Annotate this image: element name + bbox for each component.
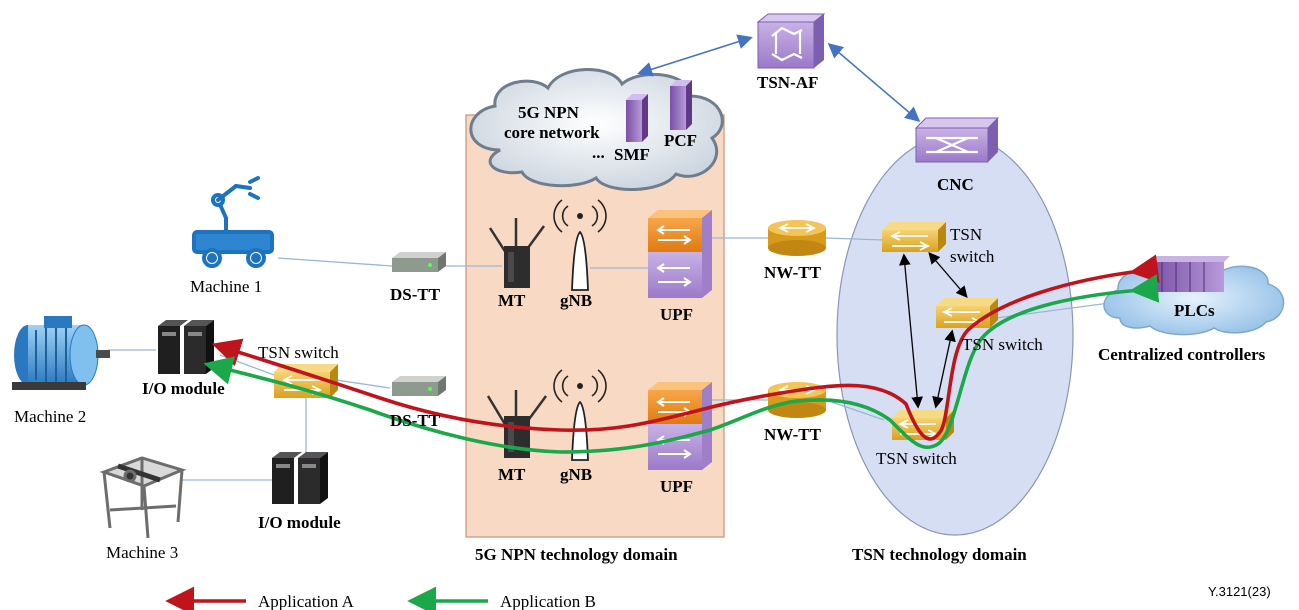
- tsnaf-smf-link: [637, 34, 753, 77]
- io-module-top-label: I/O module: [142, 379, 225, 398]
- tsn-switch-top-label-1: TSN: [950, 225, 982, 244]
- domain-tsn-label: TSN technology domain: [852, 545, 1027, 564]
- machine3-frame-icon: [99, 456, 187, 539]
- plcs-label: PLCs: [1174, 301, 1215, 320]
- nw-tt-top-label: NW-TT: [764, 263, 822, 282]
- upf-top-label: UPF: [660, 305, 693, 324]
- centralized-controllers-label: Centralized controllers: [1098, 345, 1266, 364]
- machine2-motor-icon: [12, 316, 110, 390]
- upf-top-node[interactable]: [648, 210, 712, 298]
- upf-bottom-node[interactable]: [648, 382, 712, 470]
- cnc-label: CNC: [937, 175, 974, 194]
- cloud-title-line1: 5G NPN: [518, 103, 580, 122]
- legend: Application A Application B: [165, 586, 596, 610]
- mt-top-label: MT: [498, 291, 526, 310]
- tsn-af-label: TSN-AF: [757, 73, 818, 92]
- io-module-top-icon[interactable]: [158, 320, 214, 374]
- io-module-bottom-icon[interactable]: [272, 452, 328, 504]
- smf-label: SMF: [614, 145, 650, 164]
- machine3-label: Machine 3: [106, 543, 178, 562]
- application-b-path: [203, 274, 1160, 454]
- nw-tt-top-router[interactable]: [768, 220, 826, 256]
- legend-application-b-label: Application B: [500, 592, 596, 610]
- cnc-node[interactable]: [914, 117, 1000, 163]
- plc-rack: [1150, 256, 1230, 292]
- tsn-switch-top-node[interactable]: [882, 222, 946, 252]
- tsn-switch-left-label: TSN switch: [258, 343, 339, 362]
- core-network-cloud: [469, 68, 724, 191]
- machine2-label: Machine 2: [14, 407, 86, 426]
- tsn-switch-mid-label: TSN switch: [962, 335, 1043, 354]
- figure-id-label: Y.3121(23): [1208, 584, 1271, 599]
- legend-application-a-label: Application A: [258, 592, 355, 610]
- ds-tt-bottom-device[interactable]: [392, 376, 446, 396]
- machine1-robot-icon: [192, 176, 274, 268]
- mt-bottom-label: MT: [498, 465, 526, 484]
- ds-tt-bottom-label: DS-TT: [390, 411, 441, 430]
- smf-server[interactable]: [626, 94, 648, 142]
- tsn-switch-top-label-2: switch: [950, 247, 995, 266]
- plcs-cloud[interactable]: [1103, 256, 1285, 336]
- pcf-server[interactable]: [670, 80, 692, 130]
- tsn-af-node[interactable]: [756, 13, 826, 69]
- ds-tt-top-device[interactable]: [392, 252, 446, 272]
- ds-tt-top-label: DS-TT: [390, 285, 441, 304]
- pcf-label: PCF: [664, 131, 697, 150]
- nw-tt-bottom-label: NW-TT: [764, 425, 822, 444]
- gnb-bottom-label: gNB: [560, 465, 592, 484]
- upf-bottom-label: UPF: [660, 477, 693, 496]
- cloud-title-line2: core network: [504, 123, 600, 142]
- cloud-ellipsis: ...: [592, 143, 605, 162]
- domain-5g-label: 5G NPN technology domain: [475, 545, 678, 564]
- tsn-switch-bottom-label: TSN switch: [876, 449, 957, 468]
- machine1-label: Machine 1: [190, 277, 262, 296]
- io-module-bottom-label: I/O module: [258, 513, 341, 532]
- gnb-top-label: gNB: [560, 291, 592, 310]
- tsnaf-cnc-link: [827, 43, 921, 122]
